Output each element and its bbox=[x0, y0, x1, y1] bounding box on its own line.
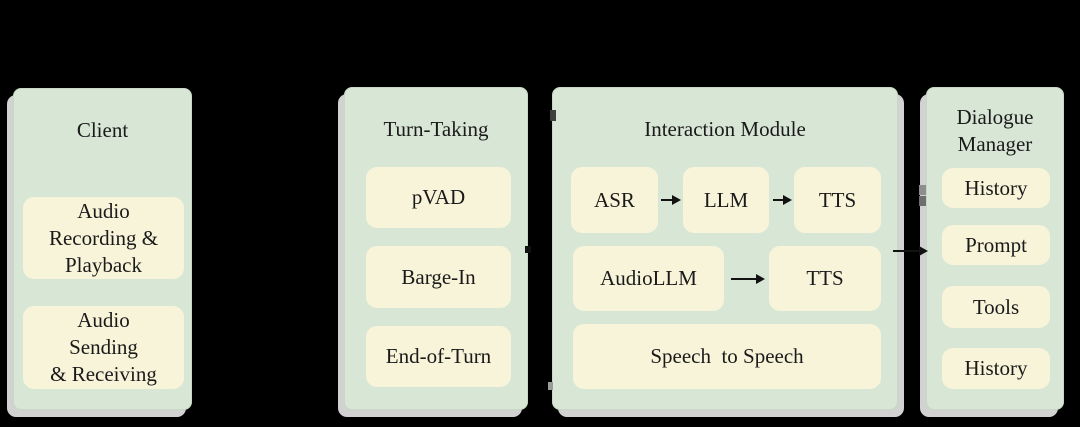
arrow-remnant-interaction-left-bottom bbox=[548, 382, 553, 390]
turn-taking-panel: Turn-Taking pVAD Barge-In End-of-Turn bbox=[344, 87, 528, 410]
pvad-node: pVAD bbox=[366, 167, 511, 228]
audio-sending-receiving-node: Audio Sending & Receiving bbox=[23, 306, 184, 389]
turn-taking-panel-title: Turn-Taking bbox=[383, 117, 489, 141]
llm-to-tts-arrow-icon bbox=[773, 195, 792, 205]
arrow-remnant-interaction-left-top bbox=[550, 110, 556, 121]
dialogue-manager-panel: Dialogue Manager History Prompt Tools Hi… bbox=[926, 87, 1064, 410]
tools-node: Tools bbox=[942, 286, 1050, 328]
speech-to-speech-node: Speech to Speech bbox=[573, 324, 881, 389]
audiollm-node: AudioLLM bbox=[573, 246, 724, 311]
client-panel: Client Audio Recording & Playback Audio … bbox=[13, 88, 192, 410]
history-node-2: History bbox=[942, 348, 1050, 389]
interaction-module-panel-title: Interaction Module bbox=[644, 117, 806, 141]
arrow-remnant-turn-taking-right bbox=[525, 246, 531, 253]
end-of-turn-node: End-of-Turn bbox=[366, 326, 511, 387]
llm-node: LLM bbox=[683, 167, 769, 233]
barge-in-node: Barge-In bbox=[366, 246, 511, 308]
asr-node: ASR bbox=[571, 167, 658, 233]
asr-to-llm-arrow-icon bbox=[661, 195, 681, 205]
prompt-node: Prompt bbox=[942, 225, 1050, 265]
audio-recording-playback-node: Audio Recording & Playback bbox=[23, 197, 184, 279]
tts-node-2: TTS bbox=[769, 246, 881, 311]
dialogue-manager-panel-title: Dialogue Manager bbox=[956, 105, 1034, 156]
arrow-remnant-upper-2 bbox=[919, 196, 926, 206]
audiollm-to-tts-arrow-icon bbox=[731, 274, 765, 284]
tts-node: TTS bbox=[794, 167, 881, 233]
history-node-1: History bbox=[942, 168, 1050, 208]
interaction-to-dialogue-arrow-icon bbox=[893, 246, 928, 256]
client-panel-title: Client bbox=[76, 118, 129, 142]
arrow-remnant-upper bbox=[919, 185, 926, 195]
interaction-module-panel: Interaction Module ASR LLM TTS AudioLLM … bbox=[552, 87, 898, 410]
